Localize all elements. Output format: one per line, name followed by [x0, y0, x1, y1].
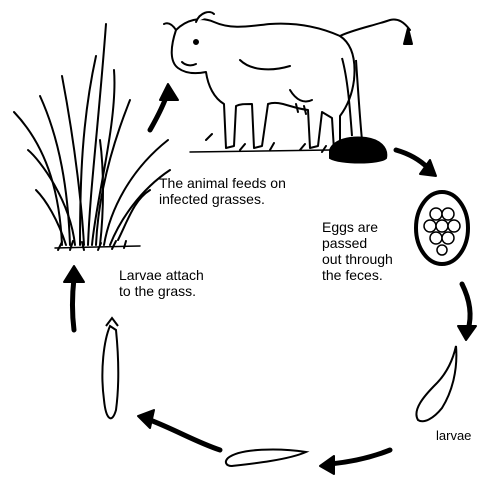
- label-larvae: larvae: [436, 428, 471, 444]
- arrowhead-bottom-right: [320, 456, 334, 474]
- grass-illustration: [14, 24, 170, 250]
- larva-upright-illustration: [102, 318, 118, 418]
- arrowhead-bottom-left: [138, 410, 154, 428]
- larva-horizontal-illustration: [226, 450, 306, 466]
- arrowhead-egg-to-larva: [458, 326, 476, 340]
- egg-illustration: [416, 192, 468, 264]
- label-larvae-attach: Larvae attach to the grass.: [119, 267, 204, 299]
- cow-illustration: [164, 12, 412, 152]
- label-eggs-passed: Eggs are passed out through the feces.: [322, 219, 393, 283]
- arrowhead-left-side: [64, 266, 84, 282]
- larva-diagonal-illustration: [416, 346, 456, 421]
- label-animal-feeds: The animal feeds on infected grasses.: [159, 175, 286, 207]
- arrowhead-grass-to-cow: [160, 84, 178, 100]
